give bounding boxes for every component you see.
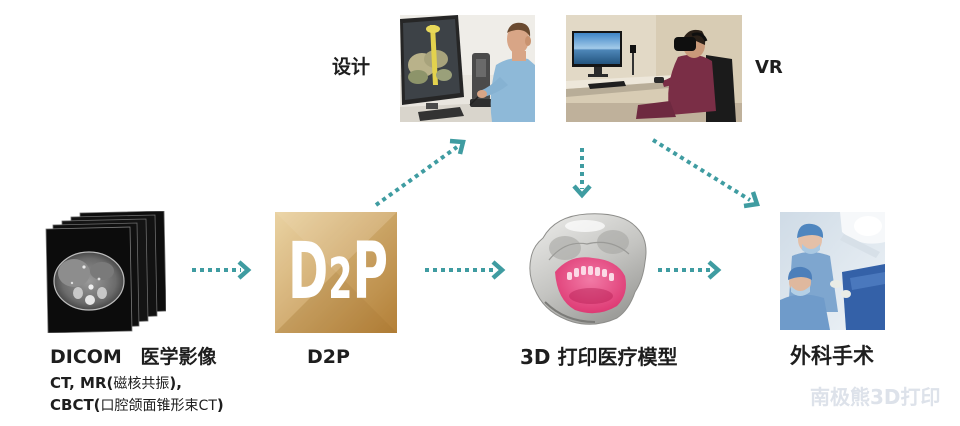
arrow-shaft	[651, 138, 752, 202]
logo-wordmark: D2P	[288, 227, 388, 317]
logo-facet	[275, 212, 336, 333]
logo-letter-d: D	[288, 227, 328, 317]
modality-note: 口腔颌面锥形束CT	[100, 398, 217, 414]
arrow-d2p-to-model	[425, 260, 506, 280]
ct-slice-front	[45, 226, 133, 333]
surgery-photo	[780, 212, 885, 330]
modality-tail: ),	[169, 374, 182, 392]
modality-lead: CBCT(	[50, 396, 101, 414]
printed-model-label: 3D 打印医疗模型	[520, 345, 678, 369]
jaw-shadow	[569, 288, 613, 304]
keyboard	[588, 81, 626, 89]
surgery-label: 外科手术	[790, 344, 874, 368]
logo-facet	[275, 272, 397, 333]
arrow-head	[237, 260, 252, 280]
logo-facet	[336, 212, 397, 333]
d2p-logo: D2P	[275, 212, 397, 333]
printed-model-image	[529, 213, 647, 325]
arrow-head	[449, 138, 466, 155]
dicom-title: DICOM 医学影像	[50, 346, 217, 368]
arrow-shaft	[374, 145, 459, 207]
arrow-d2p-to-design	[374, 138, 466, 207]
logo-facet	[275, 212, 397, 272]
arrow-head	[743, 191, 760, 209]
arrow-head	[707, 260, 722, 280]
watermark: 南极熊3D打印	[810, 385, 941, 409]
arrow-head	[572, 184, 592, 199]
arrow-model-to-surgery	[658, 260, 722, 280]
monitor	[572, 31, 622, 77]
logo-digit-2: 2	[328, 247, 352, 312]
vr-label: VR	[755, 57, 783, 78]
keyboard	[418, 107, 464, 121]
surgeon-front	[780, 266, 830, 330]
skull-contour	[548, 241, 630, 261]
surgical-drapes	[842, 264, 885, 330]
tracking-sensor	[630, 45, 636, 75]
dicom-modality-line-1: CT, MR(磁核共振),	[50, 374, 182, 392]
surgical-lamp	[840, 212, 885, 258]
designer-person	[469, 22, 535, 122]
d2p-label: D2P	[307, 346, 350, 368]
vr-photo	[566, 15, 742, 122]
arrow-dicom-to-d2p	[192, 260, 252, 280]
design-label: 设计	[332, 56, 371, 78]
logo-letter-p: P	[352, 227, 388, 317]
modality-tail: )	[216, 396, 224, 414]
vr-headset	[674, 32, 708, 51]
mandible-edge	[544, 301, 596, 323]
gloved-hands	[830, 280, 851, 298]
dicom-modality-line-2: CBCT(口腔颌面锥形束CT)	[50, 396, 224, 414]
surface-highlight	[565, 220, 605, 232]
modality-lead: CT, MR(	[50, 374, 114, 392]
dicom-image-stack	[45, 211, 166, 333]
teeth	[567, 266, 614, 281]
jaw-highlight-region	[555, 257, 626, 314]
modality-note: 磁核共振	[113, 376, 170, 392]
logo-background	[275, 212, 397, 333]
design-photo	[400, 15, 535, 122]
arrow-vr-to-model	[572, 148, 592, 199]
monitor	[400, 15, 464, 109]
eye-socket	[549, 236, 581, 260]
arrow-head	[491, 260, 506, 280]
arrow-vr-to-surgery	[651, 138, 760, 209]
